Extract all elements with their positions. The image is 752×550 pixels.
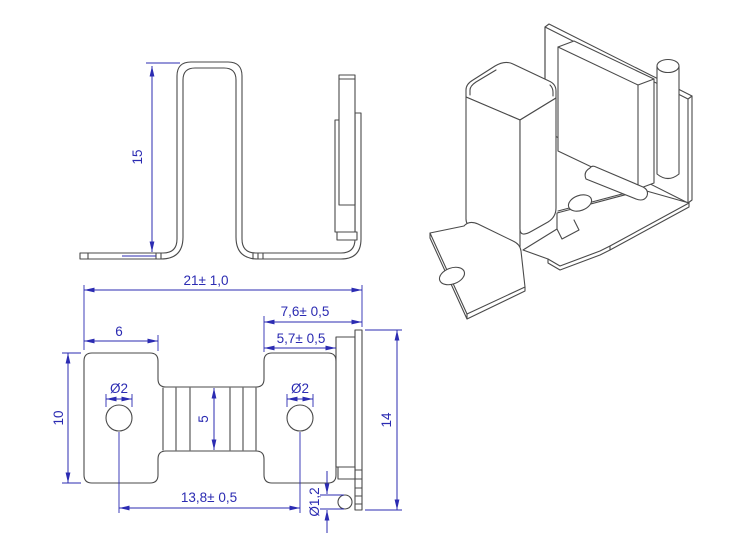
pin-plan-circle (337, 494, 353, 510)
dim-pad-width-group: 6 (84, 324, 159, 351)
iso-bridge-right-face (519, 97, 557, 235)
iso-left-hole (438, 266, 466, 286)
sheet-cross-section (79, 61, 362, 260)
block-plan-profile (335, 336, 356, 468)
block-bottom-stub (336, 231, 358, 241)
dim-bridge-width-group: 5 (196, 388, 217, 450)
dim-hole-spacing-group: 13,8± 0,5 (118, 432, 301, 513)
dim-pin-diameter: Ø1,2 (307, 487, 322, 516)
dim-pad-width: 6 (115, 324, 123, 339)
dim-bridge-width: 5 (196, 415, 211, 423)
dim-bridge-height-group: 15 (122, 62, 180, 257)
dim-hole-spacing: 13,8± 0,5 (181, 490, 237, 505)
dim-block-span: 5,7± 0,5 (277, 331, 326, 346)
dim-flange-span: 7,6± 0,5 (281, 304, 330, 319)
iso-pin-top (656, 58, 680, 74)
dim-flange-length: 14 (379, 412, 394, 428)
dim-left-hole-group: Ø2 (105, 381, 133, 407)
pin-side-profile (338, 74, 356, 206)
iso-right-hole (567, 194, 593, 212)
dim-overall-width: 21± 1,0 (184, 273, 229, 288)
dim-right-hole: Ø2 (291, 381, 309, 396)
dim-flange-span-group: 7,6± 0,5 (263, 304, 362, 352)
dim-bridge-height: 15 (130, 149, 145, 164)
plan-view: 21± 1,0 7,6± 0,5 5,7± 0,5 6 10 Ø (51, 273, 402, 533)
flat-pattern-outline (83, 352, 337, 484)
side-elevation-view: 15 (79, 61, 362, 260)
dim-left-hole: Ø2 (110, 381, 128, 396)
dim-flange-length-group: 14 (365, 329, 402, 511)
flange-strip-ticks (354, 469, 363, 505)
dim-overall-width-group: 21± 1,0 (83, 273, 363, 350)
iso-left-foot (429, 221, 526, 315)
iso-block (557, 40, 655, 190)
dim-pad-depth-group: 10 (51, 352, 81, 484)
right-hole (286, 404, 314, 432)
dim-block-span-group: 5,7± 0,5 (264, 331, 336, 351)
bend-lines (162, 387, 257, 451)
dim-pad-depth: 10 (51, 410, 66, 425)
left-hole (105, 404, 133, 432)
iso-bridge-top (465, 61, 557, 121)
dim-right-hole-group: Ø2 (286, 381, 314, 407)
dim-pin-diameter-group: Ø1,2 (307, 471, 344, 533)
isometric-view (429, 23, 693, 320)
tab-stub (337, 466, 356, 480)
iso-right-base (522, 189, 690, 267)
flange-strip (354, 329, 363, 511)
iso-tab (584, 165, 649, 201)
iso-pin (656, 65, 680, 180)
